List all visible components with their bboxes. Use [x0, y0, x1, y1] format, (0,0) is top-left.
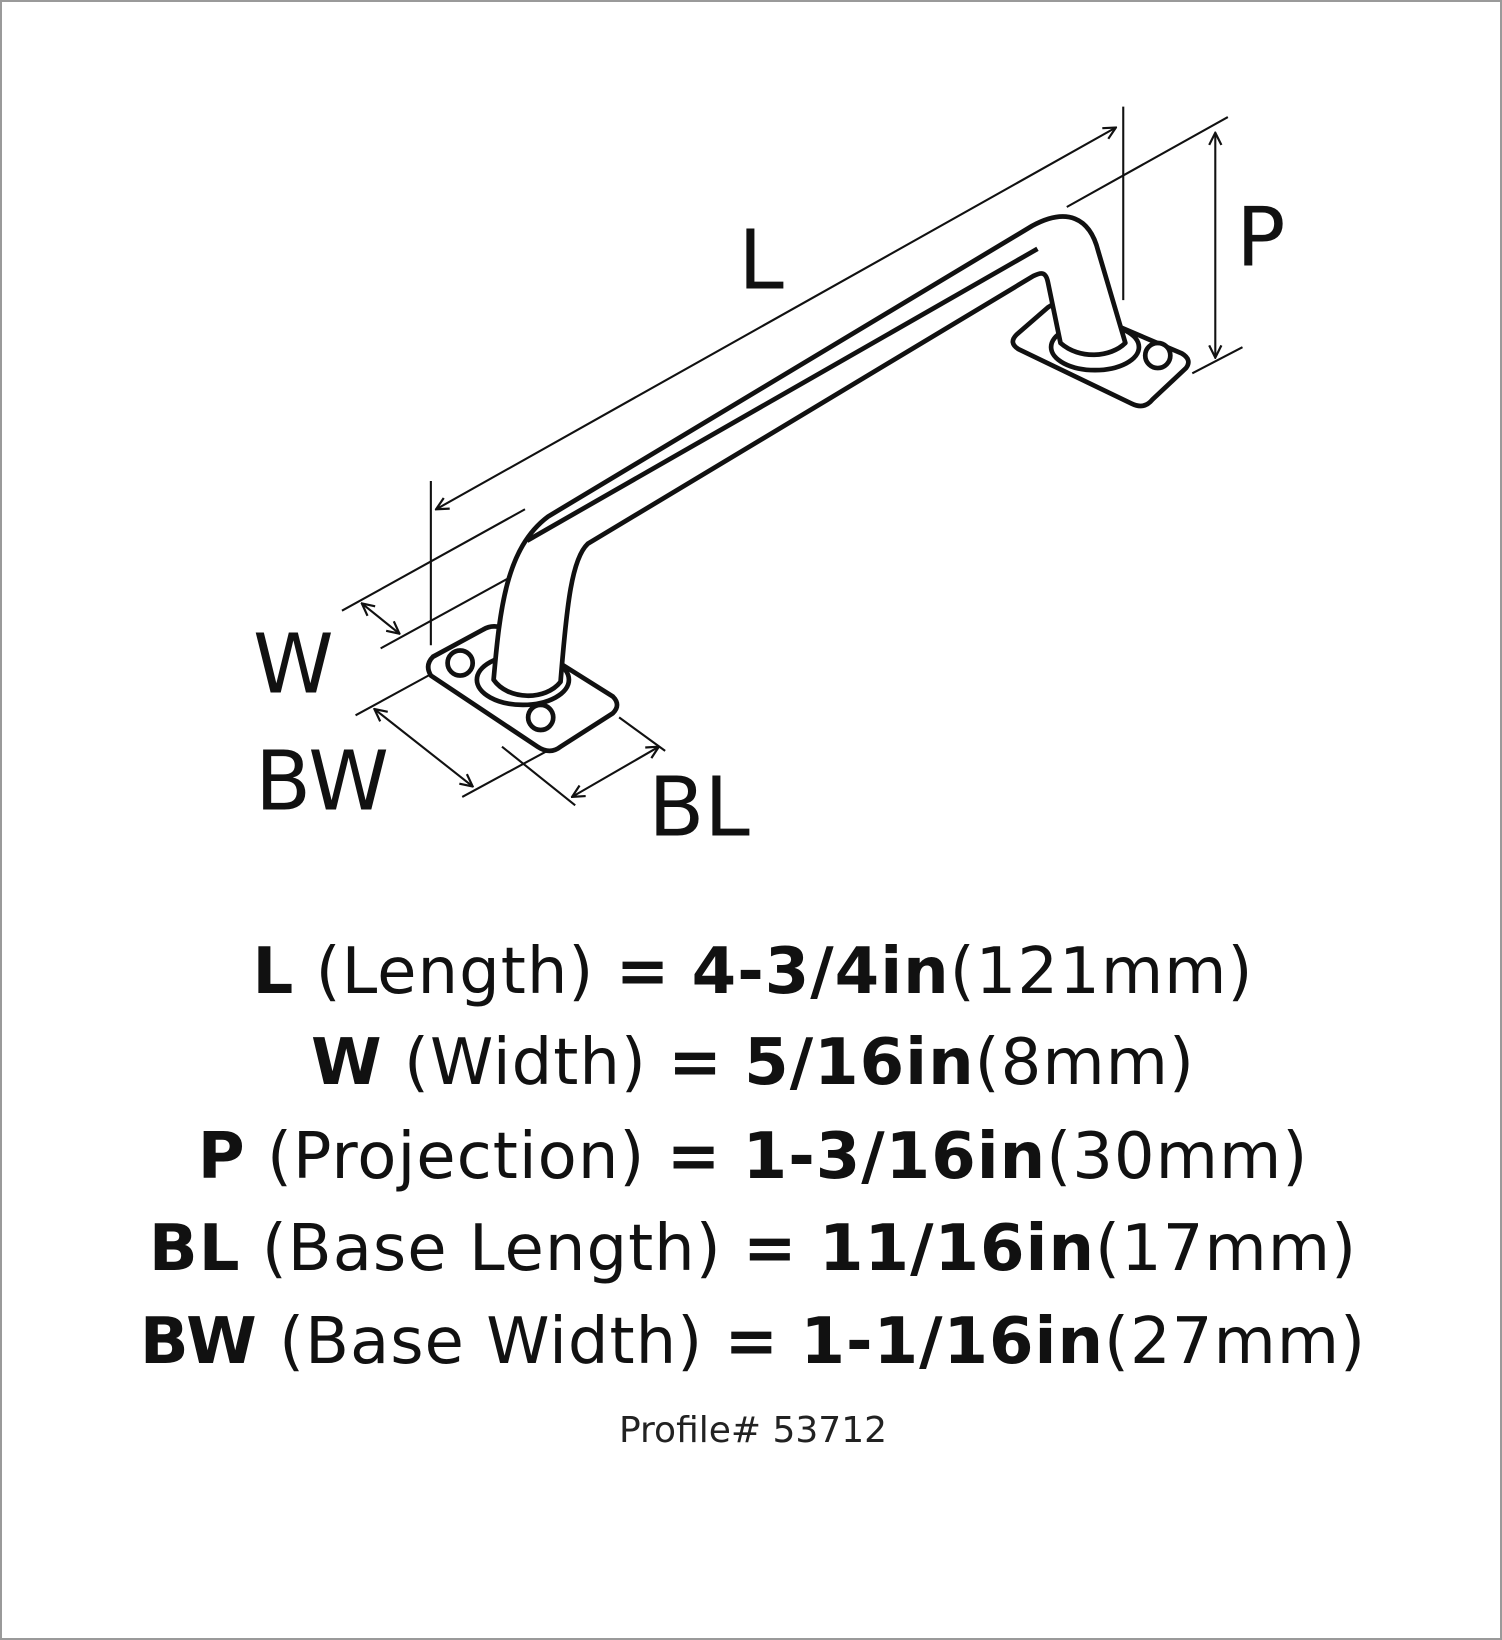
spec-equals: = — [668, 1026, 723, 1100]
base-width-extension-top — [355, 670, 437, 717]
base-width-extension-bottom — [461, 747, 552, 798]
left-base-screw-bottom — [525, 702, 556, 733]
profile-number: Profile# 53712 — [618, 1410, 888, 1451]
spec-metric: (27mm) — [1104, 1305, 1367, 1379]
projection-bottom-extension — [1191, 346, 1243, 375]
spec-name: (Projection) — [266, 1120, 646, 1194]
spec-imperial: 1-1/16in — [800, 1305, 1105, 1379]
spec-metric: (121mm) — [949, 935, 1254, 1009]
spec-metric: (8mm) — [974, 1026, 1195, 1100]
spec-name: (Length) — [315, 935, 595, 1009]
spec-code: L — [252, 935, 295, 1009]
width-extension-top — [341, 508, 526, 612]
spec-width: W (Width) = 5/16in(8mm) — [2, 1023, 1500, 1103]
spec-name: (Base Length) — [261, 1212, 722, 1286]
length-dimension-line — [436, 128, 1116, 510]
base-length-extension-left — [501, 745, 576, 807]
base-width-dimension-line — [374, 709, 472, 786]
label-P: P — [1236, 191, 1285, 286]
spec-equals: = — [615, 935, 671, 1009]
spec-code: W — [311, 1026, 383, 1100]
base-length-extension-right — [618, 716, 666, 752]
label-BL: BL — [648, 761, 750, 856]
projection-top-extension — [1066, 116, 1229, 208]
spec-length: L (Length) = 4-3/4in(121mm) — [2, 932, 1500, 1012]
spec-metric: (17mm) — [1095, 1212, 1358, 1286]
spec-code: BL — [148, 1212, 241, 1286]
base-length-dimension-line — [572, 747, 659, 797]
spec-metric: (30mm) — [1046, 1120, 1309, 1194]
spec-code: BW — [139, 1305, 258, 1379]
spec-equals: = — [666, 1120, 722, 1194]
label-W: W — [253, 617, 334, 712]
spec-name: (Width) — [403, 1026, 647, 1100]
spec-equals: = — [743, 1212, 798, 1286]
spec-code: P — [197, 1120, 246, 1194]
spec-imperial: 11/16in — [819, 1212, 1096, 1286]
label-L: L — [738, 214, 784, 309]
left-base-screw-top — [445, 648, 476, 678]
width-dimension-line — [362, 603, 400, 633]
handle-bar — [491, 214, 1128, 699]
spec-imperial: 1-3/16in — [742, 1120, 1047, 1194]
spec-imperial: 5/16in — [744, 1026, 975, 1100]
spec-base-width: BW (Base Width) = 1-1/16in(27mm) — [2, 1302, 1500, 1382]
spec-base-length: BL (Base Length) = 11/16in(17mm) — [2, 1209, 1500, 1289]
spec-projection: P (Projection) = 1-3/16in(30mm) — [2, 1117, 1500, 1197]
label-BW: BW — [255, 734, 389, 829]
spec-imperial: 4-3/4in — [691, 935, 950, 1009]
spec-name: (Base Width) — [279, 1305, 704, 1379]
spec-equals: = — [724, 1305, 780, 1379]
right-base-screw — [1142, 340, 1173, 371]
handle-bar-highlight — [525, 246, 1039, 543]
